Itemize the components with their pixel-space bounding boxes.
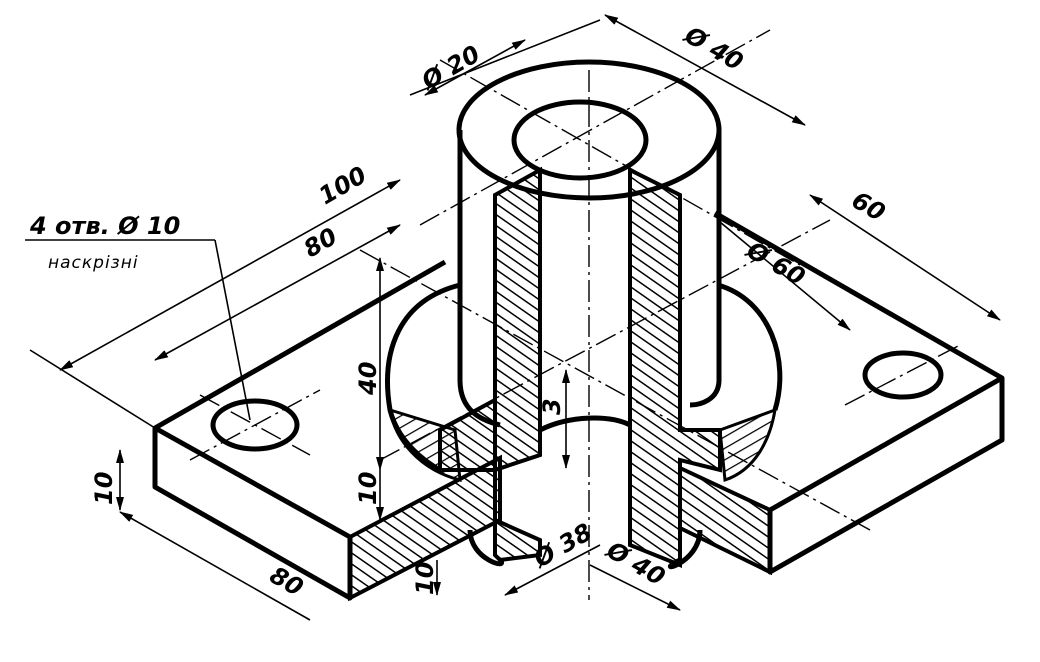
dim-10-boss: 10: [354, 472, 382, 505]
dimension-lines: [25, 14, 1001, 621]
dim-10-section: 10: [411, 562, 439, 595]
dim-100: 100: [314, 161, 371, 210]
hole-right: [862, 350, 944, 400]
dim-d20: Ø 20: [415, 40, 485, 96]
dim-60: 60: [847, 186, 890, 227]
dim-40: 40: [354, 362, 382, 396]
holes-note: 4 отв. Ø 10: [29, 212, 180, 240]
dim-d40-top: Ø 40: [678, 20, 748, 76]
holes-note-sub: наскрізні: [48, 253, 139, 273]
dim-80-top: 80: [299, 222, 342, 263]
dim-d60: Ø 60: [740, 235, 810, 291]
inner-top-ellipse: [511, 99, 649, 181]
dim-80-front: 80: [265, 561, 308, 602]
dim-3: 3: [538, 398, 566, 415]
section-hatch-right: [678, 464, 772, 576]
wall-section-right: [628, 166, 722, 568]
wall-section-left: [493, 166, 542, 563]
dim-10-left: 10: [90, 472, 118, 505]
hole-left: [210, 398, 300, 452]
section-hatch-left: [348, 454, 502, 602]
cylinder: [359, 29, 871, 600]
